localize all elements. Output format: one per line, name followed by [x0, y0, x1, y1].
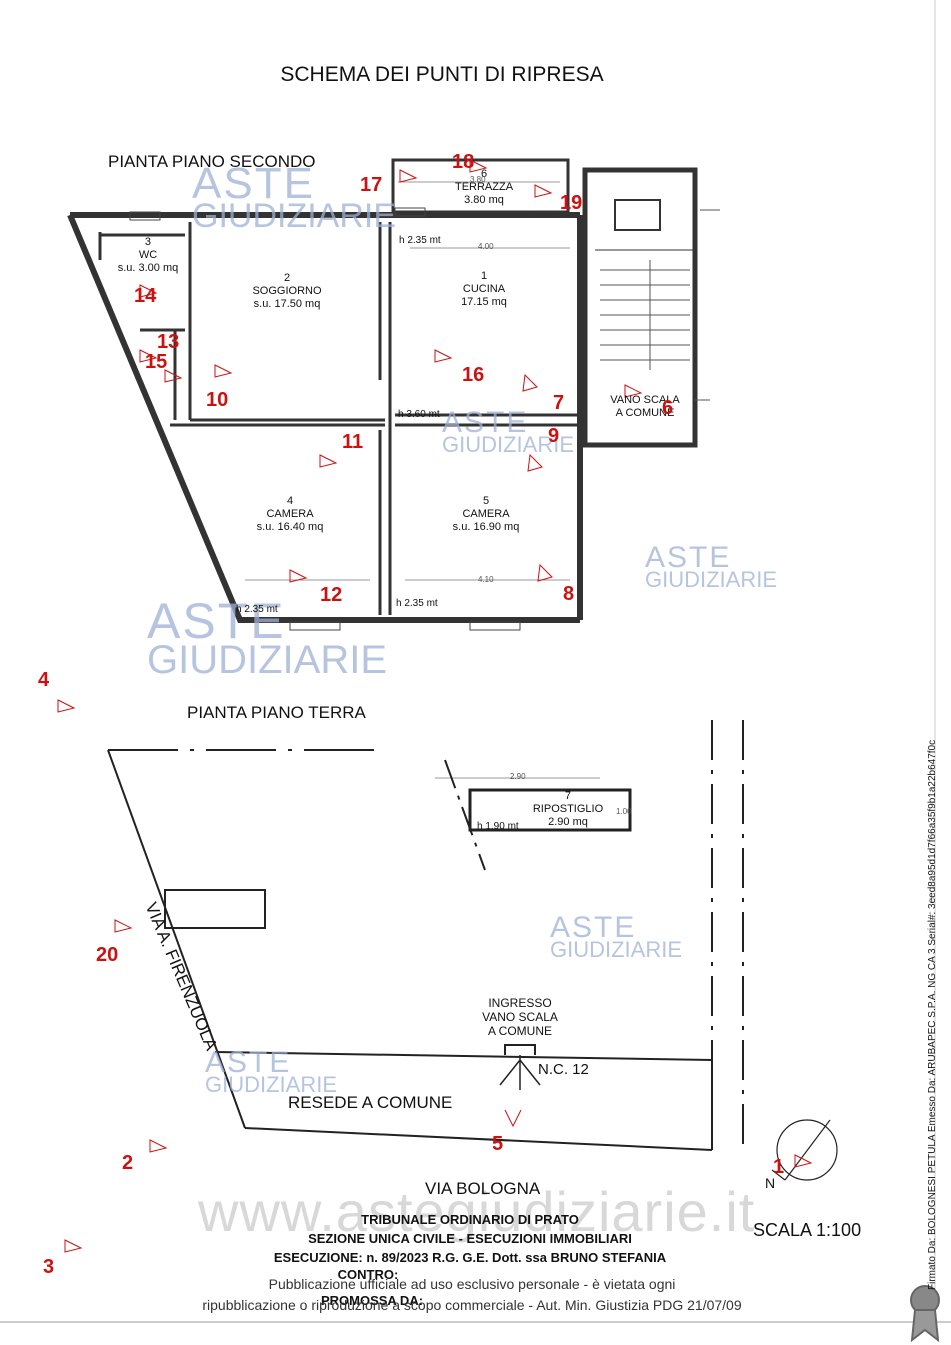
- digital-signature-text: Firmato Da: BOLOGNESI PETULA Emesso Da: …: [927, 739, 938, 1290]
- page-title: SCHEMA DEI PUNTI DI RIPRESA: [280, 63, 604, 86]
- camera-marker-icon: [57, 699, 76, 713]
- point-number: 12: [320, 584, 343, 606]
- camera-marker-icon: [214, 364, 233, 378]
- camera-marker-icon: [114, 919, 133, 933]
- dimension-label: 3.80: [470, 175, 486, 184]
- camera-marker-icon: [504, 1109, 522, 1128]
- camera-marker-icon: [469, 159, 488, 173]
- dimension-label: 4.10: [478, 575, 494, 584]
- point-number: 6: [662, 397, 674, 419]
- street-via-bologna: VIA BOLOGNA: [425, 1179, 541, 1198]
- point-number: 19: [560, 192, 583, 214]
- footer-execution: ESECUZIONE: n. 89/2023 R.G. G.E. Dott. s…: [273, 1250, 667, 1265]
- height-label: h 3.60 mt: [398, 409, 440, 420]
- camera-marker-icon: [289, 569, 308, 583]
- ground-floor-label: PIANTA PIANO TERRA: [187, 703, 366, 722]
- point-number: 2: [122, 1152, 134, 1174]
- dimension-label: 2.90: [510, 772, 526, 781]
- point-number: 20: [96, 944, 119, 966]
- point-number: 9: [548, 425, 560, 447]
- height-label: h 1.90 mt: [477, 821, 519, 832]
- camera-marker-icon: [537, 563, 553, 582]
- camera-marker-icon: [434, 349, 453, 363]
- resede-label: RESEDE A COMUNE: [288, 1093, 453, 1112]
- scale-label: SCALA 1:100: [753, 1220, 862, 1240]
- camera-marker-icon: [139, 284, 158, 298]
- camera-marker-icon: [164, 369, 183, 383]
- camera-marker-icon: [527, 453, 543, 472]
- footer-court: TRIBUNALE ORDINARIO DI PRATO: [361, 1212, 579, 1227]
- height-label: h 2.35 mt: [236, 604, 278, 615]
- camera-marker-icon: [624, 384, 643, 398]
- notice-line-1: Pubblicazione ufficiale ad uso esclusivo…: [268, 1276, 676, 1292]
- watermark-site: www.astegiudiziarie.it: [198, 1180, 756, 1243]
- point-number: 14: [134, 285, 157, 307]
- point-number: 1: [773, 1156, 785, 1178]
- point-number: 10: [206, 389, 229, 411]
- point-number: 15: [145, 351, 168, 373]
- north-label: N: [765, 1175, 776, 1191]
- point-number: 5: [492, 1133, 504, 1155]
- camera-marker-icon: [139, 349, 158, 363]
- camera-marker-icon: [149, 1139, 168, 1153]
- point-number: 3: [43, 1256, 55, 1278]
- seal-icon: [910, 1285, 940, 1343]
- point-number: 16: [462, 364, 485, 386]
- camera-marker-icon: [794, 1154, 813, 1168]
- second-floor-label: PIANTA PIANO SECONDO: [108, 152, 316, 171]
- second-floor-outline: [67, 212, 583, 623]
- camera-marker-icon: [534, 184, 553, 198]
- footer-contro: CONTRO:: [337, 1267, 399, 1282]
- footer-promossa: PROMOSSA DA:: [320, 1293, 424, 1308]
- notice-line-2: ripubblicazione o riproduzione a scopo c…: [202, 1297, 742, 1313]
- point-number: 4: [38, 669, 50, 691]
- civic-number: N.C. 12: [538, 1061, 589, 1078]
- point-number: 18: [452, 151, 475, 173]
- height-label: h 2.35 mt: [399, 235, 441, 246]
- camera-marker-icon: [522, 373, 538, 392]
- camera-marker-icon: [64, 1239, 83, 1253]
- point-number: 8: [563, 583, 575, 605]
- dimension-label: 4.00: [478, 242, 494, 251]
- point-number: 17: [360, 174, 383, 196]
- camera-marker-icon: [319, 454, 338, 468]
- camera-marker-icon: [399, 169, 418, 183]
- dimension-label: 1.00: [616, 807, 632, 816]
- camera-markers: [57, 159, 813, 1253]
- point-number: 11: [342, 431, 364, 453]
- north-arrow-icon: [771, 1119, 838, 1181]
- point-number: 13: [157, 331, 180, 353]
- point-number: 7: [553, 392, 565, 414]
- footer-section: SEZIONE UNICA CIVILE - ESECUZIONI IMMOBI…: [308, 1231, 632, 1246]
- height-label: h 2.35 mt: [396, 598, 438, 609]
